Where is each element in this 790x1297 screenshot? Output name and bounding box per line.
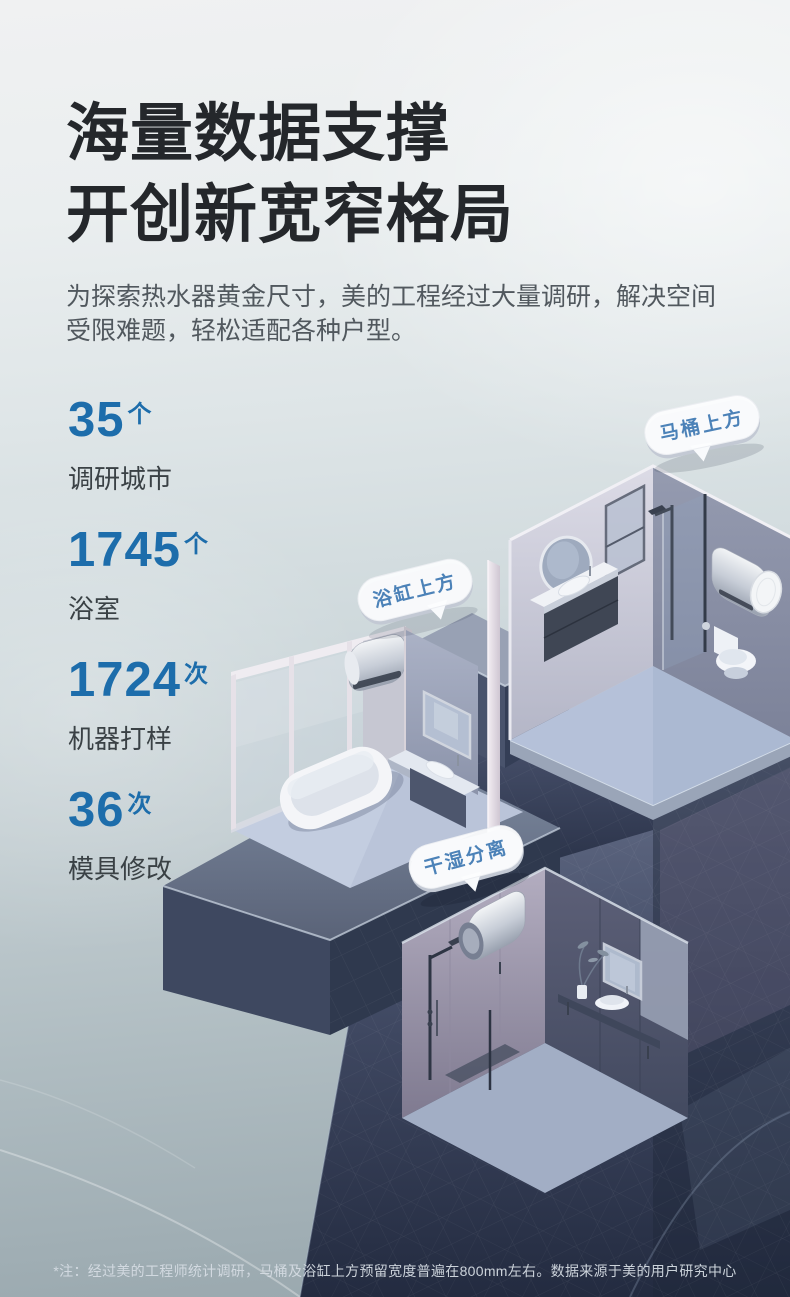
stat-label: 模具修改 [68,854,173,884]
bathtub [279,746,404,832]
stat-unit: 个 [127,401,152,428]
title-line-1: 海量数据支撑 [66,99,450,169]
room-bathtub-above [231,560,523,888]
shower-drain [445,1044,520,1083]
subtitle: 为探索热水器黄金尺寸，美的工程经过大量调研，解决空间受限难题，轻松适配各种户型。 [66,283,717,345]
frame-pillar [488,560,500,848]
room-a-right-wall [653,466,790,737]
plant [577,941,609,999]
water-heater-c [458,891,526,974]
header-copy: 海量数据支撑 开创新宽窄格局 为探索热水器黄金尺寸，美的工程经过大量调研，解决空… [66,94,746,349]
stat-unit: 次 [127,791,152,818]
water-heater-b [344,634,406,691]
label-bubble-bathtub-above: 浴缸上方 [357,558,478,640]
shower-column-c [427,935,466,1080]
shower-partition [662,494,707,670]
shower-column-a [648,505,674,640]
mirror-c [602,942,643,1001]
stat-value: 35 [68,393,125,447]
water-ripples [0,1079,301,1297]
stat-value: 1745 [68,523,182,577]
vanity-shelf-c [558,986,660,1059]
water-heater-a [711,547,783,617]
stat-label: 机器打样 [68,724,173,754]
room-dry-wet-separation [401,866,689,1193]
stat-label: 调研城市 [68,464,173,494]
window [604,483,646,583]
footnote: *注：经过美的工程师统计调研，马桶及浴缸上方预留宽度普遍在800mm左右。数据来… [53,1263,737,1279]
page-title: 海量数据支撑 开创新宽窄格局 [66,94,746,255]
title-line-2: 开创新宽窄格局 [66,179,514,250]
stat-unit: 次 [184,661,209,688]
stat-value: 36 [68,783,125,837]
room-toilet-above [508,464,790,820]
vanity-a [530,562,619,662]
vanity-b [388,750,480,828]
stat-label: 浴室 [68,594,121,624]
mirror-b [422,689,472,761]
stat-value: 1724 [68,653,182,707]
room-c-floor [402,1043,688,1193]
stat-unit: 个 [184,531,209,558]
label-bubble-dry-wet: 干湿分离 [408,825,529,907]
label-bubble-toilet-above: 马桶上方 [644,395,764,473]
toilet [702,622,756,679]
